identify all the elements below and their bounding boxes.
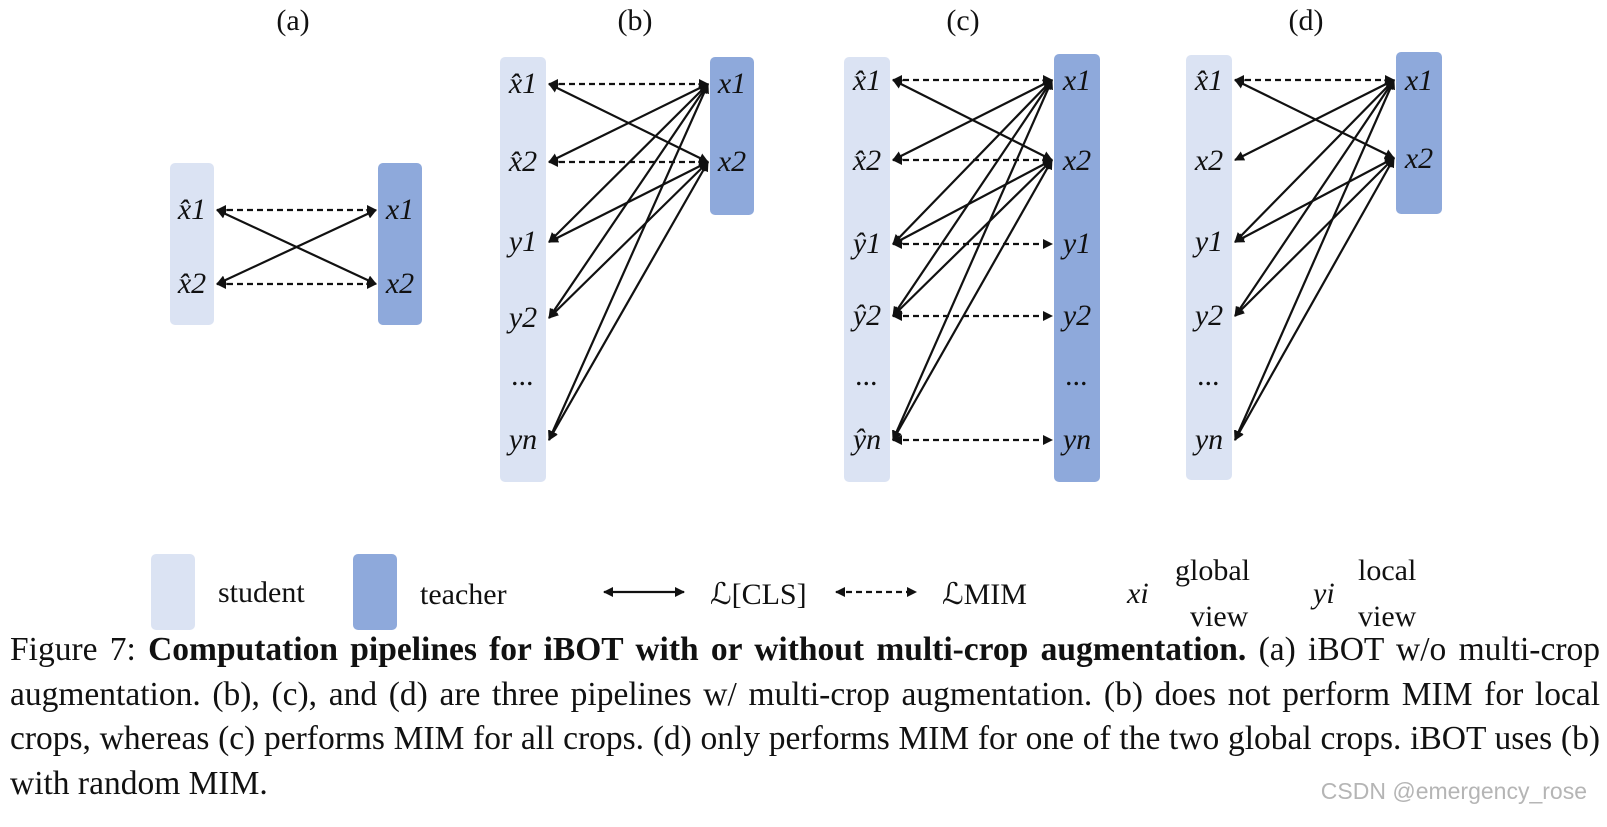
panel-b-student-node: y2 bbox=[506, 301, 537, 334]
panel-d-student-node: y2 bbox=[1192, 299, 1223, 332]
legend: student teacher ℒ[CLS] ℒMIM xi global vi… bbox=[151, 554, 1417, 633]
panel-d-teacher-node: x2 bbox=[1404, 142, 1433, 175]
panel-c-student-bar bbox=[844, 57, 890, 482]
panel-b-cls-arrow bbox=[548, 161, 709, 441]
panel-d-student-node: yn bbox=[1192, 423, 1223, 456]
panel-c-teacher-bar bbox=[1054, 54, 1100, 482]
panel-b-student-node: x̂2 bbox=[508, 145, 537, 178]
panel-a: (a) x̂1 x̂2 x1 x2 bbox=[170, 4, 422, 325]
panel-d-label: (d) bbox=[1289, 4, 1324, 37]
panel-a-cls-arrow bbox=[216, 209, 377, 285]
panel-c-teacher-node: y1 bbox=[1060, 227, 1091, 260]
legend-global-line1: global bbox=[1175, 554, 1250, 587]
legend-local-symbol: yi bbox=[1310, 577, 1335, 610]
panel-d-student-bar bbox=[1186, 55, 1232, 480]
panel-c-student-node: ... bbox=[856, 359, 879, 392]
watermark: CSDN @emergency_rose bbox=[1316, 778, 1591, 805]
panel-c-student-node: ŷ2 bbox=[850, 299, 881, 332]
panel-a-student-node: x̂1 bbox=[177, 193, 206, 226]
legend-local-line2: view bbox=[1358, 600, 1417, 633]
panel-d-teacher-node: x1 bbox=[1404, 64, 1433, 97]
panel-c-cls-arrow bbox=[892, 79, 1053, 245]
panel-b-teacher-bar bbox=[710, 57, 754, 215]
panel-c: (c) x̂1 x̂2 ŷ1 ŷ2 ... bbox=[844, 4, 1100, 482]
panel-c-label: (c) bbox=[946, 4, 979, 37]
panel-c-cls-arrow bbox=[891, 79, 1054, 441]
caption-prefix: Figure 7: bbox=[10, 631, 149, 668]
panel-a-teacher-node: x1 bbox=[385, 193, 414, 226]
panel-a-label: (a) bbox=[276, 4, 309, 37]
figure-caption: Figure 7: Computation pipelines for iBOT… bbox=[10, 628, 1600, 806]
panel-d-student-node: ... bbox=[1198, 359, 1221, 392]
panel-b-student-node: y1 bbox=[506, 225, 537, 258]
caption-bold: Computation pipelines for iBOT with or w… bbox=[148, 631, 1247, 668]
legend-teacher-label: teacher bbox=[420, 578, 507, 611]
legend-local-line1: local bbox=[1358, 554, 1416, 587]
legend-student-label: student bbox=[218, 576, 305, 609]
panel-d-student-node: y1 bbox=[1192, 225, 1223, 258]
panel-c-cls-arrow bbox=[892, 79, 1053, 317]
panel-b-cls-arrow bbox=[548, 161, 709, 319]
panel-d-student-node: x2 bbox=[1194, 144, 1223, 177]
panel-d-cls-arrow bbox=[1234, 79, 1395, 243]
panel-c-teacher-node: y2 bbox=[1060, 299, 1091, 332]
panel-d-cls-arrow bbox=[1234, 157, 1395, 441]
panel-a-student-bar bbox=[170, 163, 214, 325]
panel-b-teacher-node: x2 bbox=[717, 145, 746, 178]
panel-a-teacher-bar bbox=[378, 163, 422, 325]
legend-global-line2: view bbox=[1190, 600, 1249, 633]
panel-c-teacher-node: x1 bbox=[1062, 64, 1091, 97]
legend-student-swatch bbox=[151, 554, 195, 630]
legend-global-symbol: xi bbox=[1126, 577, 1149, 610]
panel-c-student-node: x̂2 bbox=[852, 144, 881, 177]
panel-d-student-node: x̂1 bbox=[1194, 64, 1223, 97]
panel-d-teacher-bar bbox=[1396, 52, 1442, 214]
panel-c-cls-arrow bbox=[892, 159, 1053, 441]
panel-c-student-node: x̂1 bbox=[852, 64, 881, 97]
pipeline-diagram: (a) x̂1 x̂2 x1 x2 (b) bbox=[151, 4, 1442, 633]
panel-b-student-node: yn bbox=[506, 423, 537, 456]
panel-c-teacher-node: x2 bbox=[1062, 144, 1091, 177]
legend-teacher-swatch bbox=[353, 554, 397, 630]
panel-d: (d) x̂1 x2 y1 y2 ... yn x1 x2 bbox=[1186, 4, 1442, 480]
panel-c-student-node: ŷ1 bbox=[850, 227, 881, 260]
panel-b: (b) x̂1 x̂2 y1 y2 ... yn x1 x2 bbox=[500, 4, 754, 482]
legend-cls-loss: ℒ[CLS] bbox=[710, 578, 807, 611]
caption-body: (a) iBOT w/o multi-crop augmentation. (b… bbox=[10, 631, 1600, 802]
panel-b-student-bar bbox=[500, 57, 546, 482]
panel-a-teacher-node: x2 bbox=[385, 267, 414, 300]
panel-d-cls-arrow bbox=[1234, 79, 1395, 317]
panel-b-label: (b) bbox=[618, 4, 653, 37]
panel-b-student-node: x̂1 bbox=[508, 67, 537, 100]
panel-d-cls-arrow bbox=[1233, 79, 1396, 441]
panel-a-student-node: x̂2 bbox=[177, 267, 206, 300]
panel-b-student-node: ... bbox=[512, 359, 535, 392]
panel-b-teacher-node: x1 bbox=[717, 67, 746, 100]
legend-mim-loss: ℒMIM bbox=[942, 578, 1027, 611]
panel-d-cls-arrow bbox=[1234, 157, 1395, 317]
panel-c-cls-arrow bbox=[892, 159, 1053, 317]
panel-c-teacher-node: ... bbox=[1066, 359, 1089, 392]
panel-b-cls-arrow bbox=[548, 83, 709, 319]
panel-c-student-node: ŷn bbox=[850, 423, 881, 456]
panel-c-teacher-node: yn bbox=[1060, 423, 1091, 456]
panel-b-cls-arrow bbox=[547, 83, 710, 441]
